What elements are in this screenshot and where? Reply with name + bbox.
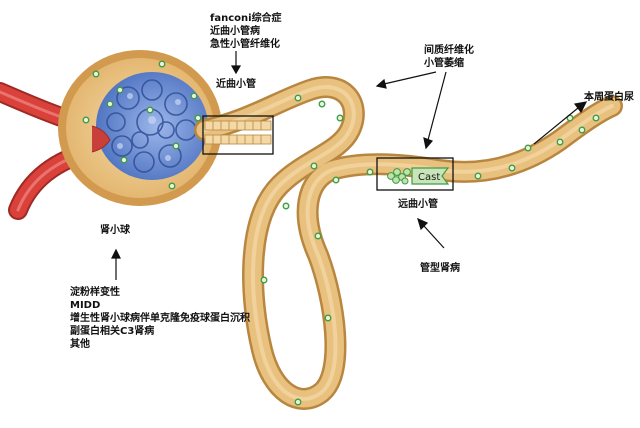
proximal-tubule-cells [204, 120, 272, 145]
tubule [194, 76, 623, 410]
glomerulus-cause-item: 其他 [70, 339, 90, 350]
glomerular-tuft [96, 72, 208, 180]
cast-nephropathy-label: 管型肾病 [420, 263, 460, 274]
proximal-cause-item: 急性小管纤维化 [210, 39, 280, 50]
cast-label: Cast [418, 172, 440, 183]
proximal-tubule-highlight-box [202, 115, 274, 155]
annotation-arrows [111, 51, 588, 280]
proximal-cause-item: fanconi综合症 [210, 13, 282, 24]
interstitial-lesion-item: 间质纤维化 [424, 45, 474, 56]
proteinuria-label: 本周蛋白尿 [584, 92, 634, 103]
cast: Cast [387, 167, 450, 185]
proximal-tubule-label: 近曲小管 [216, 79, 256, 90]
glomerulus-label: 肾小球 [100, 225, 130, 236]
glomerulus-cause-item: MIDD [70, 300, 101, 311]
proximal-cause-item: 近曲小管病 [210, 26, 260, 37]
proximal-causes-list: fanconi综合症 近曲小管病 急性小管纤维化 [210, 12, 282, 51]
interstitial-lesion-item: 小管萎缩 [424, 58, 464, 69]
light-chain-particles [82, 60, 600, 406]
glomerulus-cause-item: 淀粉样变性 [70, 287, 120, 298]
interstitial-lesions-label: 间质纤维化 小管萎缩 [424, 44, 474, 70]
glomerulus-cause-item: 增生性肾小球病伴单克隆免疫球蛋白沉积 [70, 313, 250, 324]
distal-tubule-label: 远曲小管 [398, 199, 438, 210]
glomerulus-cause-item: 副蛋白相关C3肾病 [70, 326, 155, 337]
distal-tubule-highlight-box [376, 157, 454, 191]
glomerulus-causes-list: 淀粉样变性 MIDD 增生性肾小球病伴单克隆免疫球蛋白沉积 副蛋白相关C3肾病 … [70, 286, 250, 351]
